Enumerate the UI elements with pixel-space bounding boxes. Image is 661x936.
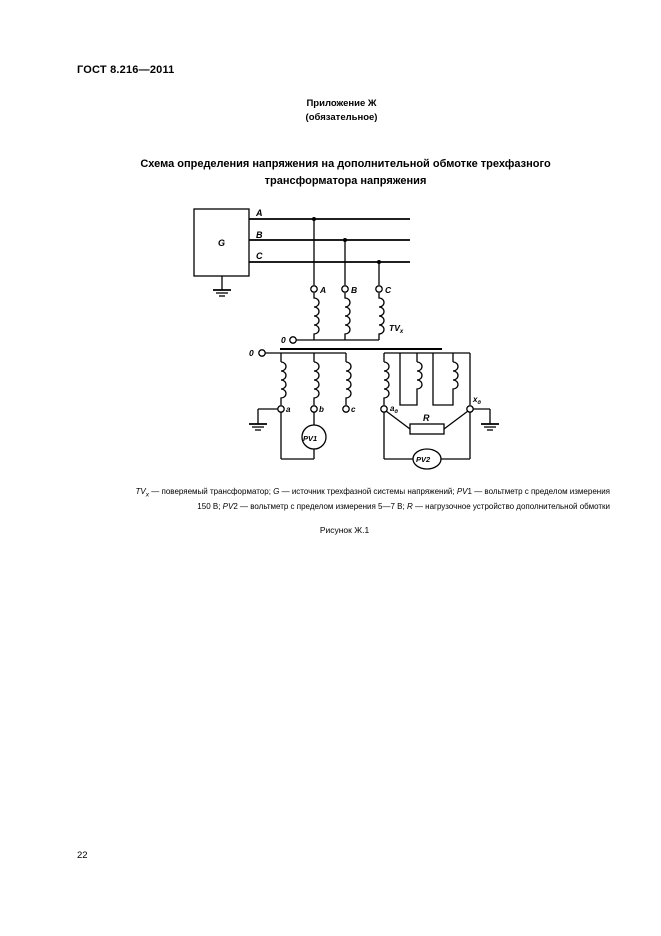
legend-text-3: 1 — вольтметр с пределом измерения — [467, 487, 610, 496]
bus-label-c: C — [256, 251, 263, 261]
figure-title: Схема определения напряжения на дополнит… — [0, 156, 661, 190]
legend-r: R — [406, 502, 413, 512]
legend-g: G — [273, 487, 280, 496]
secondary-neutral-label: 0 — [249, 348, 254, 358]
secondary-terminal-a: a — [286, 405, 291, 414]
page-number: 22 — [77, 850, 88, 861]
additional-coil-3 — [452, 361, 459, 395]
voltmeter-pv1-label: PV1 — [303, 434, 317, 443]
secondary-terminal-c: c — [351, 405, 356, 414]
standard-header: ГОСТ 8.216—2011 — [77, 64, 175, 76]
legend-pv1: PV — [456, 487, 468, 496]
primary-terminal-c: C — [385, 285, 392, 295]
primary-coil-a — [313, 293, 320, 340]
bus-label-b: B — [256, 230, 263, 240]
figure-legend: TVx — поверяемый трансформатор; G — исто… — [80, 486, 611, 513]
figure-title-line1: Схема определения напряжения на дополнит… — [140, 158, 551, 170]
legend-tv-sub: x — [145, 491, 150, 499]
additional-start-label: aд — [390, 404, 398, 415]
additional-end-label: xд — [472, 395, 481, 406]
transformer-label: TVx — [389, 323, 404, 335]
legend-text-1: — поверяемый трансформатор; — [149, 487, 274, 496]
legend-tv: TV — [135, 487, 146, 496]
primary-terminal-a: A — [319, 285, 326, 295]
primary-coil-c — [378, 293, 385, 340]
legend-text-4: 150 В; — [197, 502, 223, 512]
figure-title-line2: трансформатора напряжения — [264, 175, 427, 187]
primary-coil-b — [344, 293, 351, 340]
bus-label-a: A — [255, 208, 263, 218]
load-resistor — [409, 423, 445, 435]
primary-neutral-label: 0 — [281, 335, 286, 345]
circuit-diagram: G A B C A B C TVx 0 0 a b c aд xд R PV1 … — [193, 208, 499, 470]
secondary-coil-a — [280, 361, 287, 405]
secondary-terminal-b: b — [319, 405, 324, 414]
primary-terminal-b: B — [351, 285, 357, 295]
secondary-coil-c — [345, 361, 352, 405]
figure-caption: Рисунок Ж.1 — [319, 525, 370, 535]
appendix-title: Приложение Ж — [306, 98, 377, 109]
legend-pv2: PV — [222, 502, 234, 512]
secondary-coil-b — [313, 361, 320, 405]
additional-coil-1 — [383, 361, 390, 405]
appendix-heading: Приложение Ж (обязательное) — [0, 97, 661, 125]
load-label: R — [423, 413, 430, 423]
additional-coil-2 — [416, 361, 423, 395]
legend-text-2: — источник трехфазной системы напряжений… — [279, 487, 457, 496]
legend-text-5: 2 — вольтметр с пределом измерения 5—7 В… — [233, 502, 407, 512]
legend-text-6: — нагрузочное устройство дополнительной … — [412, 502, 610, 512]
voltmeter-pv2-label: PV2 — [416, 455, 431, 464]
generator-label: G — [218, 238, 225, 248]
appendix-status: (обязательное) — [305, 112, 378, 123]
